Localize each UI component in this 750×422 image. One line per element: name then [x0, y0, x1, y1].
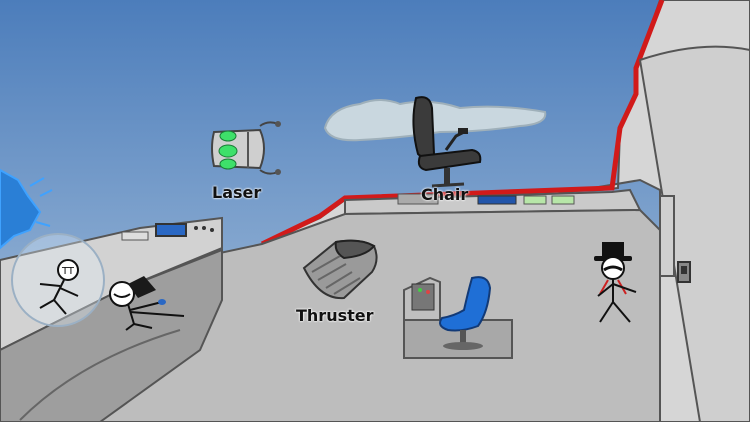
laser-label[interactable]: Laser [212, 183, 262, 202]
top-hat-stickman-icon[interactable] [586, 240, 646, 326]
office-chair-icon[interactable] [406, 94, 488, 190]
svg-text:TT: TT [61, 266, 75, 277]
cloud [323, 99, 547, 142]
chair-label[interactable]: Chair [421, 185, 469, 204]
thruster-icon[interactable] [300, 238, 382, 302]
stickman-icon[interactable] [104, 268, 194, 332]
broken-window [0, 168, 42, 250]
shield-bubble [11, 233, 105, 327]
stickman-in-bubble-icon[interactable]: TT [34, 256, 84, 318]
hull-door [659, 195, 675, 277]
laser-cannon-icon[interactable] [208, 118, 284, 180]
thruster-label[interactable]: Thruster [296, 306, 374, 325]
hull-red-stripe [260, 0, 665, 247]
blue-chair-icon[interactable] [432, 272, 502, 352]
